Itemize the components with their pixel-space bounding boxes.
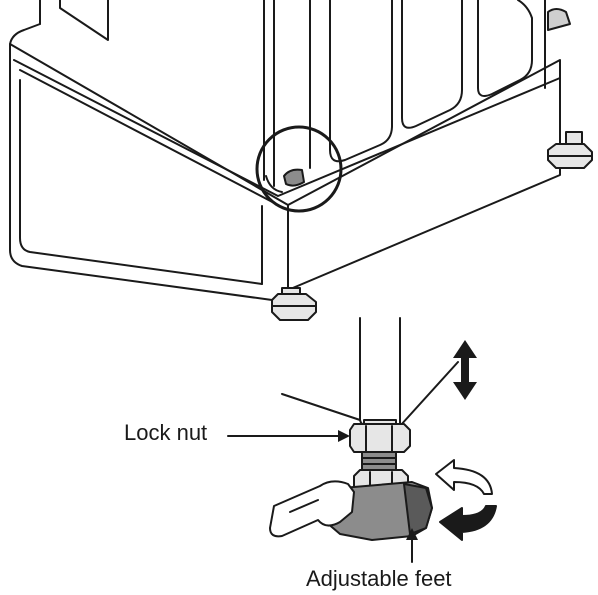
closeup-cabinet-corner: [359, 317, 459, 428]
adjustable-feet-label: Adjustable feet: [306, 566, 452, 591]
lock-nut-label: Lock nut: [124, 420, 208, 445]
door-panel-2: [401, 0, 463, 129]
adjustable-feet-pointer-head: [406, 528, 418, 540]
magnifier-circle-icon: [255, 125, 343, 213]
lock-nut: [349, 423, 411, 453]
lock-nut-pointer-head: [338, 430, 350, 442]
door-panel-1: [329, 0, 393, 163]
foot-closeup: [227, 317, 459, 563]
washer-foot-front: [271, 287, 317, 321]
cabinet-front-face: [9, 43, 289, 302]
machine-body: [39, 0, 265, 181]
rotate-arrow-upper: [435, 459, 493, 495]
side-panel-outline: [309, 0, 546, 169]
cabinet-top-lip: [9, 23, 41, 45]
washer-cabinet: [9, 0, 571, 302]
door-panel-3: [477, 0, 533, 97]
wrench: [269, 480, 355, 538]
washer-foot-right: [547, 131, 593, 169]
double-headed-vertical-arrow-icon: [453, 340, 477, 400]
front-window: [59, 0, 109, 41]
rotate-arrow-lower: [439, 505, 497, 541]
rotation-arrows-icon: [435, 459, 497, 541]
foot-in-callout: [283, 168, 305, 187]
cabinet-side-face: [287, 59, 561, 291]
